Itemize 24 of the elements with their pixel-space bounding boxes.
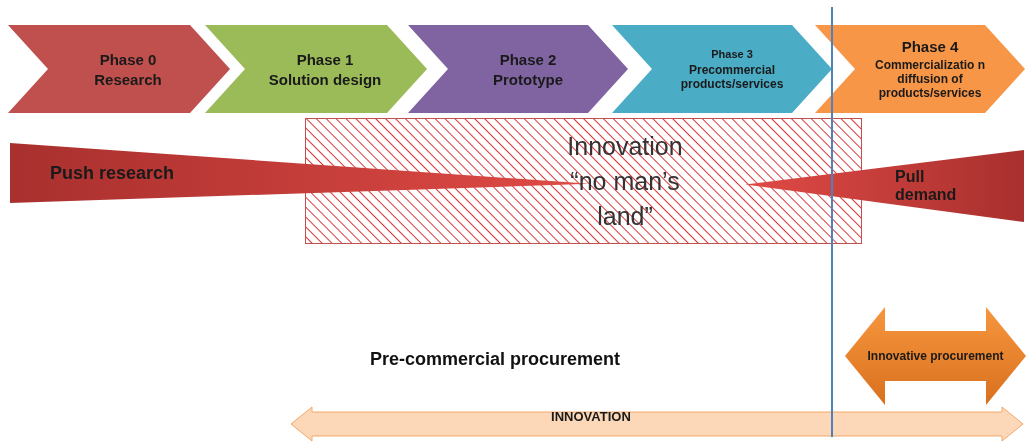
phase-description: Solution design (268, 70, 382, 88)
phase-shape (205, 25, 427, 113)
phase-description: Research (94, 70, 162, 88)
phase-title: Phase 3 (711, 47, 753, 60)
phase-title: Phase 1 (296, 50, 354, 68)
phase-shape (815, 25, 1025, 113)
phase-description: Commercializatio n diffusion of products/services (874, 58, 986, 100)
arrow-label: INNOVATION (551, 408, 631, 424)
phase-title: Phase 4 (901, 38, 959, 55)
phase-description: Prototype (493, 70, 563, 88)
double-arrow (845, 307, 1026, 405)
wedge-shape (745, 150, 1024, 222)
phase-description: Precommercial products/services (679, 62, 785, 91)
phase-shape (8, 25, 230, 113)
phase-shape (408, 25, 628, 113)
wedge-label: Pull demand (895, 168, 958, 204)
wedge-label: Push research (50, 162, 175, 184)
phase-title: Phase 0 (99, 50, 157, 68)
phase-title: Phase 2 (499, 50, 557, 68)
hatched-area (305, 118, 862, 244)
double-arrow (290, 406, 1024, 442)
arrow-label: Innovative procurement (867, 349, 1004, 363)
section-label: Pre-commercial procurement (370, 349, 621, 370)
phase-shape (612, 25, 832, 113)
